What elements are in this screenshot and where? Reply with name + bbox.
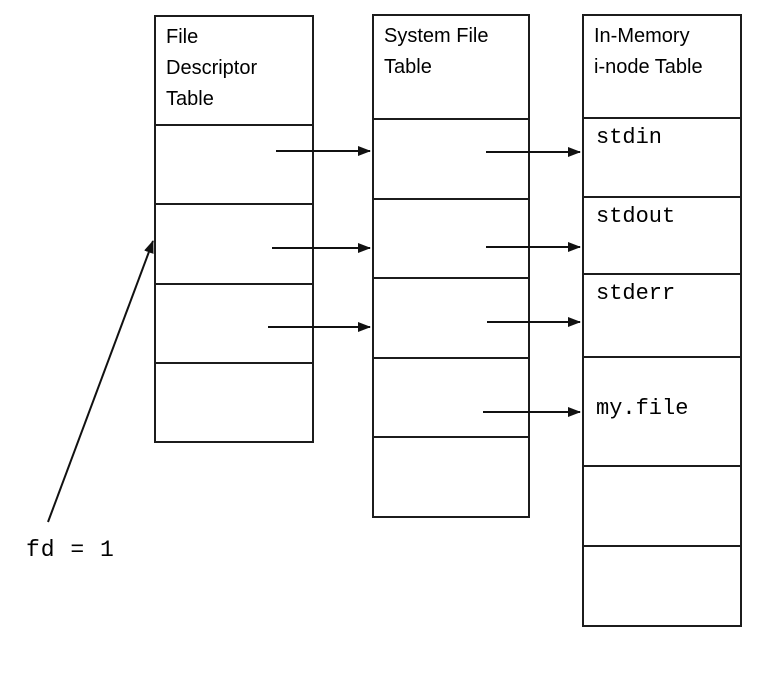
table-cell	[584, 545, 740, 625]
table-cell: stdin	[584, 117, 740, 196]
table-cell	[156, 203, 312, 282]
table-cell	[156, 282, 312, 362]
system-file-table-title: System File Table	[384, 25, 489, 78]
table-cell	[584, 465, 740, 545]
table-cell	[374, 436, 528, 516]
table-cell	[374, 277, 528, 357]
system-file-table: System File Table	[372, 14, 530, 518]
table-cell: stderr	[584, 273, 740, 356]
table-cell	[374, 118, 528, 198]
table-cell	[374, 356, 528, 437]
file-descriptor-table-body	[156, 124, 312, 441]
arrow-fd-label-to-fd-row2	[47, 240, 154, 523]
file-descriptor-table-title: File Descriptor Table	[166, 26, 258, 110]
fd-equals-1-label: fd = 1	[26, 537, 115, 563]
table-cell: my.file	[584, 356, 740, 465]
table-cell: stdout	[584, 196, 740, 273]
table-cell	[374, 197, 528, 278]
inode-table-title: In-Memory i-node Table	[594, 25, 703, 78]
system-file-table-body	[374, 118, 528, 516]
table-cell	[156, 361, 312, 441]
file-descriptor-table: File Descriptor Table	[154, 15, 314, 443]
table-cell	[156, 124, 312, 203]
